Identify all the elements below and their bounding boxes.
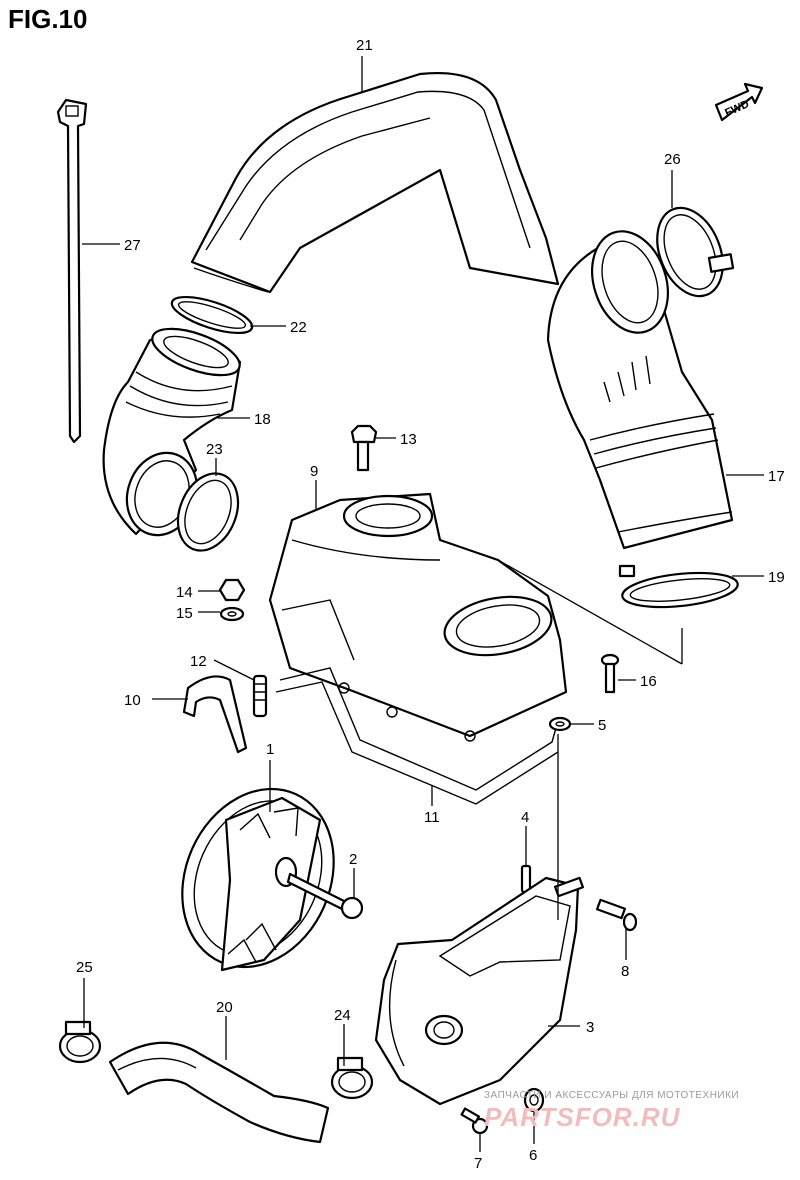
callout-19: 19 <box>768 569 785 586</box>
callout-26: 26 <box>664 151 681 168</box>
callout-14: 14 <box>176 584 193 601</box>
hose-clip-right <box>330 1056 374 1100</box>
screw-right <box>600 653 620 694</box>
fan-impeller <box>181 787 335 972</box>
callout-10: 10 <box>124 692 141 709</box>
ring-seal <box>170 295 254 335</box>
airbox-cover <box>268 492 568 742</box>
bolt-top <box>350 424 378 472</box>
watermark-caption: ЗАПЧАСТИ И АКСЕССУАРЫ ДЛЯ МОТОТЕХНИКИ <box>484 1090 739 1101</box>
callout-labels: 21 27 26 22 18 23 13 9 17 19 14 15 12 16… <box>76 37 785 1172</box>
callout-21: 21 <box>356 37 373 54</box>
callout-16: 16 <box>640 673 657 690</box>
intake-duct <box>190 72 560 294</box>
gasket <box>275 667 559 805</box>
callout-2: 2 <box>349 851 357 868</box>
callout-13: 13 <box>400 431 417 448</box>
callout-17: 17 <box>768 468 785 485</box>
bolt-fan <box>286 872 364 920</box>
watermark: ЗАПЧАСТИ И АКСЕССУАРЫ ДЛЯ МОТОТЕХНИКИ PA… <box>484 1090 739 1132</box>
figure-title: FIG.10 <box>8 4 88 34</box>
callout-23: 23 <box>206 441 223 458</box>
bracket <box>182 675 248 754</box>
callout-1: 1 <box>266 741 274 758</box>
callout-22: 22 <box>290 319 307 336</box>
hose-clamp-bottom <box>618 564 739 609</box>
callout-15: 15 <box>176 605 193 622</box>
callout-8: 8 <box>621 963 629 980</box>
cable-tie <box>56 98 88 444</box>
watermark-logo: PARTSFOR.RU <box>484 1102 681 1132</box>
callout-9: 9 <box>310 463 318 480</box>
hose-clamp-top <box>656 206 735 298</box>
screw-housing <box>595 898 638 932</box>
forward-arrow-icon: FWD <box>714 82 764 122</box>
fan-housing <box>374 876 585 1106</box>
grommet <box>523 1087 545 1113</box>
intake-hose <box>546 230 734 550</box>
callout-20: 20 <box>216 999 233 1016</box>
callout-5: 5 <box>598 717 606 734</box>
callout-4: 4 <box>521 809 529 826</box>
callout-27: 27 <box>124 237 141 254</box>
leader-lines <box>82 56 764 1152</box>
screw-bottom <box>460 1107 489 1135</box>
washer-small <box>548 716 572 732</box>
washer <box>219 606 245 622</box>
callout-7: 7 <box>474 1155 482 1172</box>
callout-3: 3 <box>586 1019 594 1036</box>
callout-25: 25 <box>76 959 93 976</box>
callout-12: 12 <box>190 653 207 670</box>
callout-18: 18 <box>254 411 271 428</box>
callout-6: 6 <box>529 1147 537 1164</box>
callout-24: 24 <box>334 1007 351 1024</box>
hose-clip-left <box>58 1020 102 1064</box>
clamp-ring <box>176 472 240 552</box>
nut <box>218 578 246 602</box>
callout-11: 11 <box>424 809 440 826</box>
drain-hose <box>108 1041 330 1144</box>
stud <box>252 674 268 718</box>
